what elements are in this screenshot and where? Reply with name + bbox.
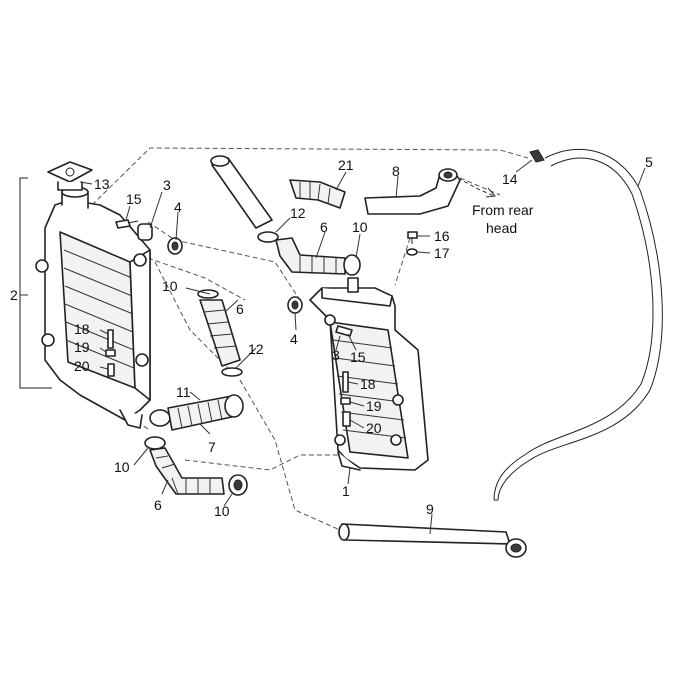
- callout-3-right: 3: [332, 347, 340, 363]
- left-radiator: [19, 177, 151, 429]
- callout-20-right: 20: [366, 420, 382, 436]
- callout-6-upper: 6: [320, 219, 328, 235]
- radiator-cap: [47, 161, 93, 191]
- bolt-15-left: [115, 219, 139, 229]
- from-rear-head-note: From rear head: [472, 202, 534, 236]
- callout-6-middle: 6: [236, 301, 244, 317]
- callout-15-left: 15: [126, 191, 142, 207]
- callout-3-left: 3: [163, 177, 171, 193]
- callout-5: 5: [645, 154, 653, 170]
- callout-14: 14: [502, 171, 518, 187]
- callout-16: 16: [434, 228, 450, 244]
- clip-14: [529, 149, 545, 163]
- callout-6-bottom: 6: [154, 497, 162, 513]
- callout-10-bottom-left: 10: [114, 459, 130, 475]
- clamp-4-right: [287, 296, 303, 314]
- callout-8: 8: [392, 163, 400, 179]
- callout-21: 21: [338, 157, 354, 173]
- callout-4-right: 4: [290, 331, 298, 347]
- clamp-4-left: [167, 237, 183, 255]
- assembly-dashed-lines: [91, 147, 529, 531]
- hose-7-corrugated: [149, 394, 244, 431]
- hose-9: [338, 523, 527, 558]
- callout-13: 13: [94, 176, 110, 192]
- callout-11: 11: [176, 384, 191, 400]
- callout-20-left: 20: [74, 358, 90, 374]
- callout-18-left: 18: [74, 321, 90, 337]
- callout-labels: 1 2 3 3 4 4 5 6 6 6 7 8 9 10 10 10 10 11…: [10, 154, 653, 519]
- callout-10-middle: 10: [162, 278, 178, 294]
- callout-1: 1: [342, 483, 350, 499]
- callout-2: 2: [10, 287, 18, 303]
- callout-9: 9: [426, 501, 434, 517]
- callout-10-bottom-right: 10: [214, 503, 230, 519]
- callout-19-right: 19: [366, 398, 382, 414]
- leader-lines: [20, 159, 646, 535]
- callout-17: 17: [434, 245, 450, 261]
- callout-19-left: 19: [74, 339, 90, 355]
- callout-10-upper: 10: [352, 219, 368, 235]
- callout-12-middle: 12: [248, 341, 264, 357]
- hose-straight-top: [210, 155, 273, 229]
- callout-7: 7: [208, 439, 216, 455]
- right-radiator: [309, 277, 429, 471]
- grommet-3-left: [137, 223, 153, 241]
- note-line-2: head: [486, 220, 517, 236]
- callout-15-right: 15: [350, 349, 366, 365]
- hose-8: [364, 168, 461, 215]
- callout-18-right: 18: [360, 376, 376, 392]
- callout-4-left: 4: [174, 199, 182, 215]
- hose-6-upper: [257, 231, 361, 276]
- hose-6-bottom: [144, 436, 248, 496]
- fastener-stack-left: [105, 329, 116, 377]
- bolt-16-washer-17: [406, 231, 418, 256]
- note-line-1: From rear: [472, 202, 534, 218]
- hose-6-middle: [197, 289, 243, 377]
- overflow-tube-5: [493, 148, 663, 501]
- bolt-15-right: [335, 325, 353, 337]
- part2-bracket: [19, 177, 52, 389]
- hose-21: [289, 179, 346, 209]
- callout-12-upper: 12: [290, 205, 306, 221]
- fastener-stack-right: [340, 371, 351, 427]
